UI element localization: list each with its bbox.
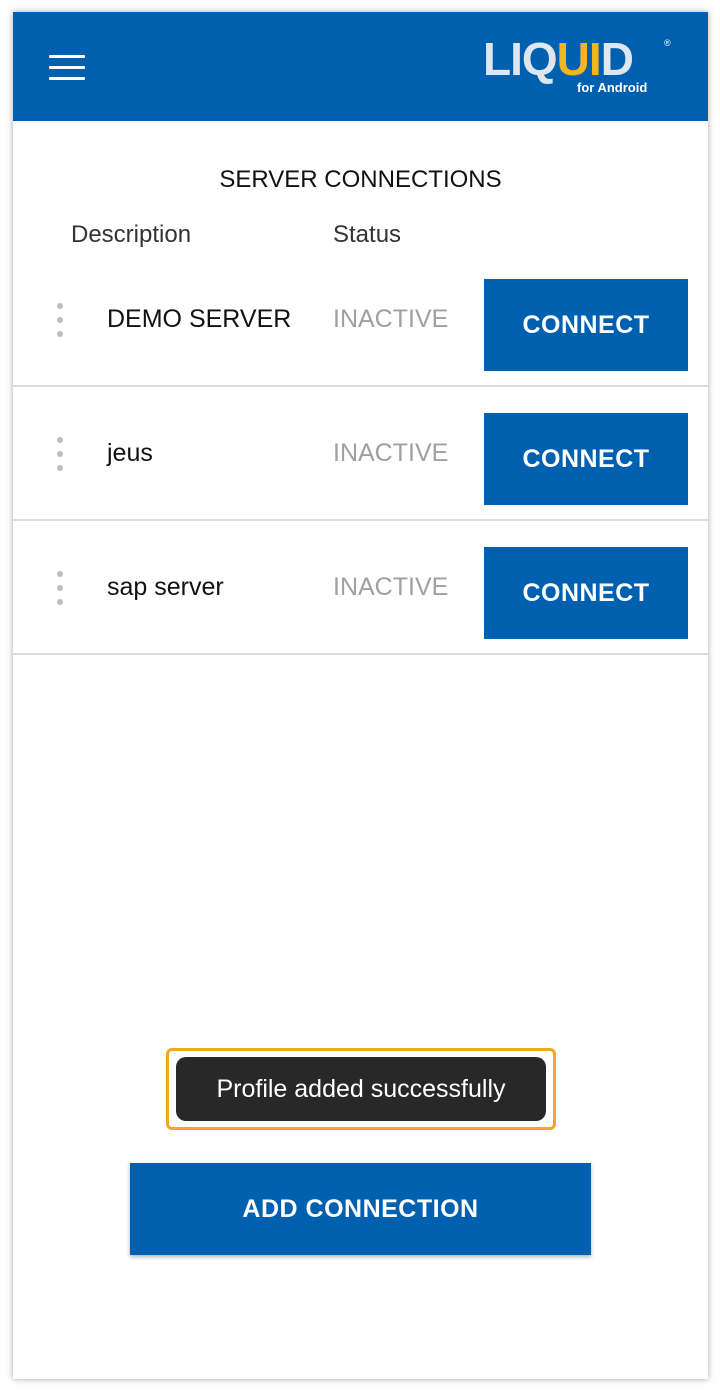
logo-subtitle: for Android (577, 80, 648, 95)
add-connection-button[interactable]: ADD CONNECTION (130, 1163, 591, 1255)
column-header-description: Description (71, 221, 192, 248)
connection-name: jeus (107, 439, 153, 467)
connection-status: INACTIVE (333, 573, 449, 601)
hamburger-menu-icon[interactable] (49, 55, 85, 81)
connection-row: jeus INACTIVE CONNECT (13, 387, 708, 521)
toast-highlight: Profile added successfully (166, 1048, 556, 1130)
row-overflow-menu-icon[interactable] (53, 301, 67, 341)
connection-name: DEMO SERVER (107, 305, 292, 333)
app-screen: LIQUID ® for Android SERVER CONNECTIONS … (13, 12, 708, 1379)
connection-name: sap server (107, 573, 224, 601)
connection-status: INACTIVE (333, 439, 449, 467)
connection-row: sap server INACTIVE CONNECT (13, 521, 708, 655)
connect-button[interactable]: CONNECT (484, 279, 688, 371)
logo-wordmark: LIQUID (483, 33, 634, 85)
toast-message: Profile added successfully (176, 1057, 546, 1121)
connect-button[interactable]: CONNECT (484, 547, 688, 639)
page-title: SERVER CONNECTIONS (219, 166, 502, 193)
row-overflow-menu-icon[interactable] (53, 435, 67, 475)
liquid-logo: LIQUID ® for Android (483, 34, 683, 104)
registered-mark: ® (664, 38, 671, 48)
connect-button[interactable]: CONNECT (484, 413, 688, 505)
app-bar: LIQUID ® for Android (13, 12, 708, 121)
connection-status: INACTIVE (333, 305, 449, 333)
column-header-status: Status (333, 221, 402, 248)
connection-row: DEMO SERVER INACTIVE CONNECT (13, 253, 708, 387)
row-overflow-menu-icon[interactable] (53, 569, 67, 609)
